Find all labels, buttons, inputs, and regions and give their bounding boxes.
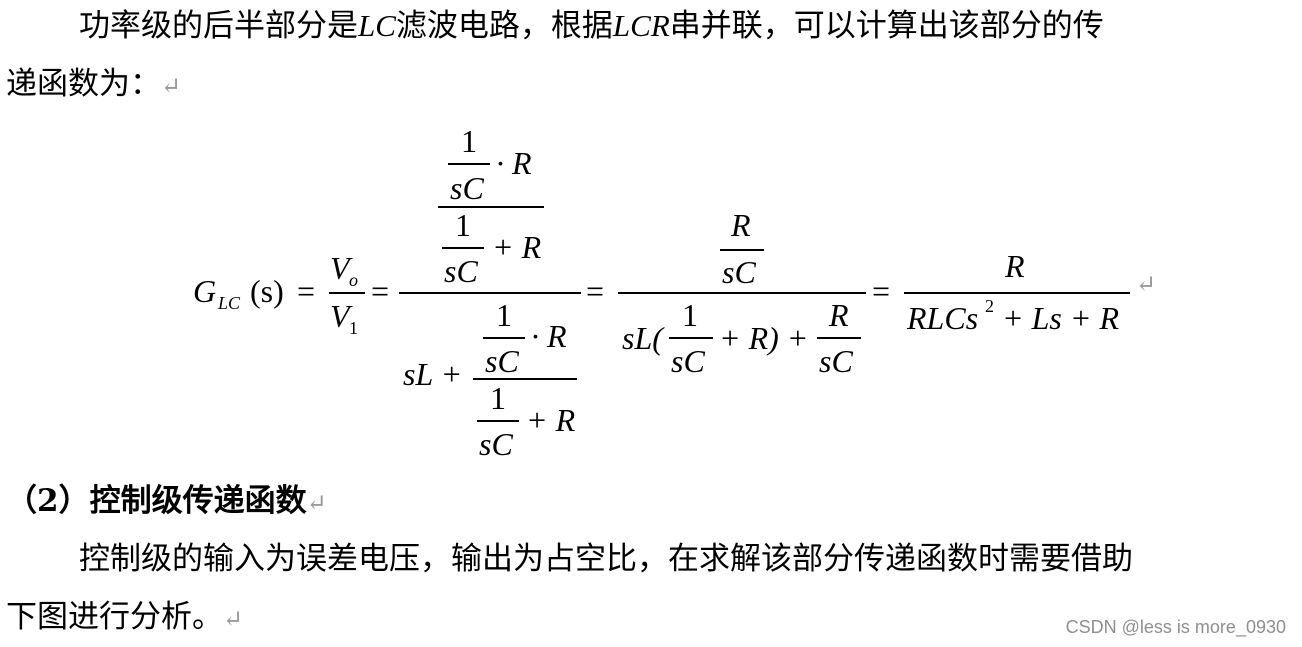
- g-subscript: LC: [218, 293, 241, 313]
- r-num-mid: R: [731, 207, 751, 243]
- bar-inner-denominator: [473, 378, 577, 380]
- section-heading: （2）控制级传递函数↵: [6, 481, 327, 523]
- main-fraction-bar-1: [399, 292, 581, 294]
- paragraph-mark-icon: ↵: [306, 489, 327, 517]
- bar-1-over-sc-d: [477, 420, 519, 422]
- vo-symbol: V: [330, 250, 350, 286]
- rlcs: RLCs: [907, 300, 979, 336]
- bar-1-over-sc-b: [442, 247, 484, 249]
- num-one-b: 1: [455, 207, 471, 243]
- heading-number: （2）: [6, 483, 90, 519]
- text-segment: 滤波电路，根据: [395, 8, 613, 44]
- g-symbol: G: [193, 273, 217, 309]
- text-segment: 递函数为：: [6, 66, 161, 102]
- fraction-bar-v: [329, 292, 365, 294]
- bar-1-over-sc-c: [483, 337, 525, 339]
- equals-3: =: [586, 273, 605, 309]
- sc-b: sC: [444, 253, 478, 289]
- plus-r-a: + R: [492, 229, 542, 265]
- num-one-a: 1: [461, 123, 477, 159]
- equals-4: =: [872, 273, 891, 309]
- text-segment: 下图进行分析。: [6, 599, 223, 635]
- sc-mid: sC: [722, 254, 756, 290]
- paragraph-mark-icon: ↵: [161, 72, 182, 100]
- paragraph-mark-icon: ↵: [1136, 270, 1157, 298]
- s-squared: 2: [985, 296, 994, 316]
- text-segment: 控制级的输入为误差电压，输出为占空比，在求解该部分传递函数时需要借助: [79, 541, 1133, 577]
- bar-r-over-sc-mid: [720, 249, 764, 251]
- plus-r-b: + R: [526, 402, 576, 438]
- paragraph-1-line-1: 功率级的后半部分是LC滤波电路，根据LCR串并联，可以计算出该部分的传: [79, 6, 1104, 46]
- sc-e: sC: [671, 343, 705, 379]
- plus-r-paren: + R) +: [719, 320, 809, 356]
- lc-italic: LC: [358, 8, 396, 43]
- main-fraction-bar-3: [904, 292, 1130, 294]
- dot-r-a: · R: [496, 145, 532, 181]
- main-fraction-bar-2: [618, 292, 866, 294]
- sl-plus: sL +: [403, 356, 463, 392]
- text-segment: 串并联，可以计算出该部分的传: [669, 8, 1104, 44]
- paragraph-mark-icon: ↵: [223, 605, 244, 633]
- num-one-d: 1: [490, 380, 506, 416]
- vo-subscript: o: [349, 270, 358, 290]
- denominator-tail: + Ls + R: [1002, 300, 1119, 336]
- paragraph-1-line-2: 递函数为：↵: [6, 64, 181, 106]
- bar-r-over-sc-f: [817, 337, 861, 339]
- bar-1-over-sc-a: [448, 163, 490, 165]
- bar-inner-numerator: [438, 206, 544, 208]
- equals-2: =: [371, 273, 390, 309]
- sc-f: sC: [819, 343, 853, 379]
- sc-d: sC: [479, 426, 513, 462]
- heading-text: 控制级传递函数: [89, 483, 307, 519]
- sc-c: sC: [485, 343, 519, 379]
- r-num-final: R: [1005, 248, 1025, 284]
- equals-1: =: [297, 273, 316, 309]
- watermark: CSDN @less is more_0930: [1065, 617, 1286, 637]
- sl-paren: sL(: [622, 320, 663, 356]
- paragraph-2-line-2: 下图进行分析。↵: [6, 597, 243, 639]
- g-argument: (s): [250, 273, 284, 309]
- bar-1-over-sc-e: [669, 337, 713, 339]
- paragraph-2-line-1: 控制级的输入为误差电压，输出为占空比，在求解该部分传递函数时需要借助: [79, 539, 1133, 579]
- lcr-italic: LCR: [612, 8, 670, 43]
- dot-r-b: · R: [531, 318, 567, 354]
- v1-symbol: V: [330, 298, 350, 334]
- r-num-f: R: [829, 297, 849, 333]
- num-one-c: 1: [496, 297, 512, 333]
- sc-a: sC: [450, 170, 484, 206]
- text-segment: 功率级的后半部分是: [79, 8, 358, 44]
- num-one-e: 1: [682, 297, 698, 333]
- v1-subscript: 1: [349, 318, 358, 338]
